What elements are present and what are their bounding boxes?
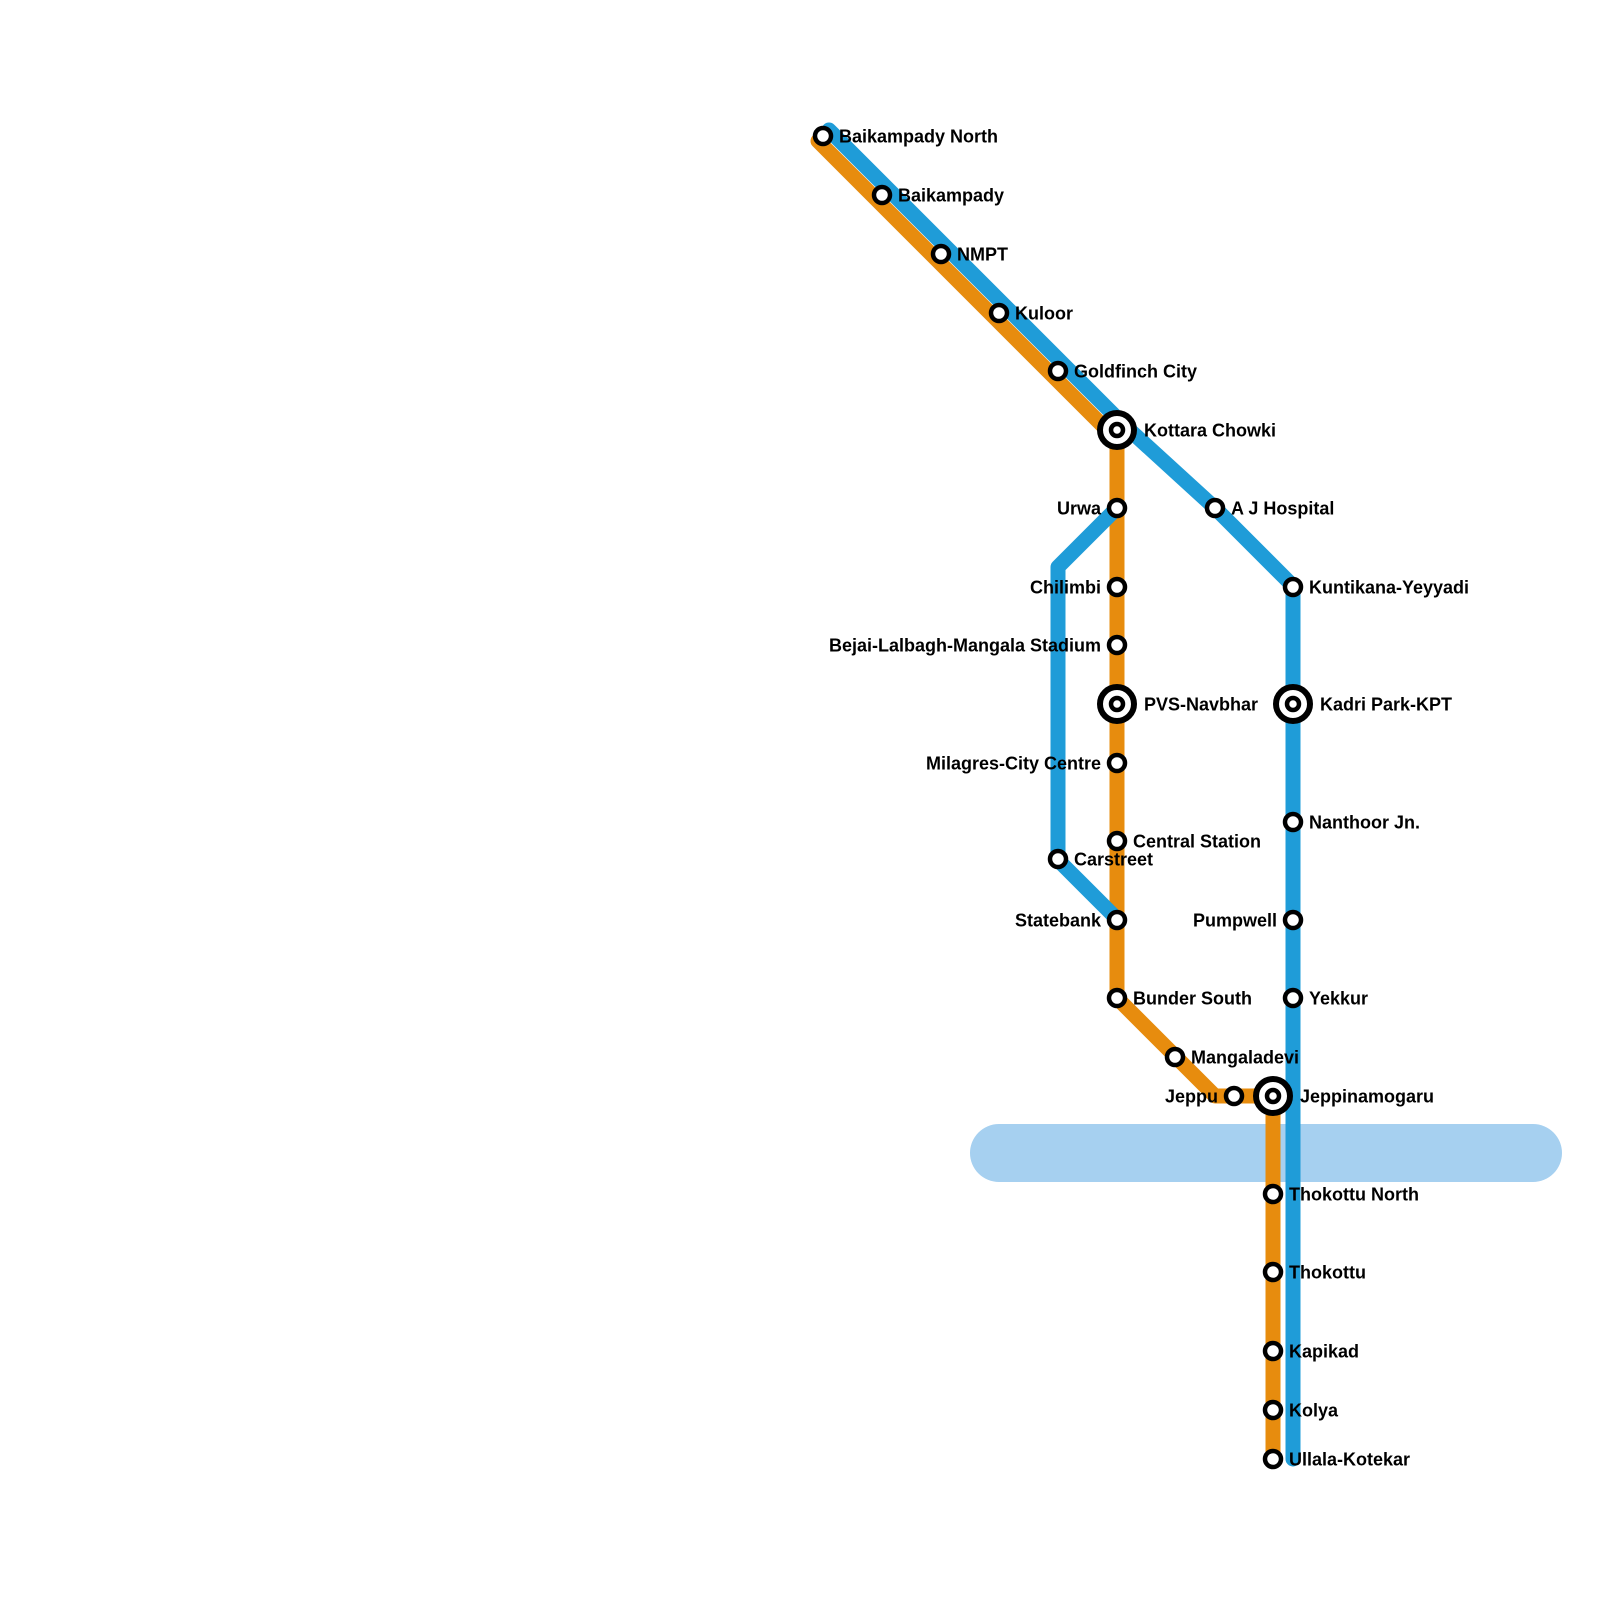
station-kottara-chowki: Kottara Chowki — [1097, 410, 1276, 450]
station-marker — [1204, 497, 1226, 519]
station-label-jeppinamogaru: Jeppinamogaru — [1300, 1086, 1434, 1106]
station-marker — [1262, 1261, 1284, 1283]
station-nmpt: NMPT — [930, 243, 1008, 265]
station-label-thokottu: Thokottu — [1289, 1262, 1366, 1282]
station-marker — [1106, 830, 1128, 852]
station-marker — [1262, 1448, 1284, 1470]
station-chilimbi: Chilimbi — [1030, 576, 1128, 598]
station-label-chilimbi: Chilimbi — [1030, 577, 1101, 597]
station-label-pumpwell: Pumpwell — [1193, 910, 1277, 930]
station-label-central-station: Central Station — [1133, 831, 1261, 851]
station-marker — [1262, 1183, 1284, 1205]
station-marker — [1282, 811, 1304, 833]
station-statebank: Statebank — [1015, 909, 1128, 931]
orange-line — [810, 133, 1281, 1467]
station-marker — [1282, 909, 1304, 931]
interchange-station-inner-ring — [1264, 1087, 1282, 1105]
station-label-carstreet: Carstreet — [1074, 849, 1153, 869]
station-a-j-hospital: A J Hospital — [1204, 497, 1334, 519]
interchange-station-inner-ring — [1108, 695, 1126, 713]
station-label-yekkur: Yekkur — [1309, 988, 1368, 1008]
station-label-ullala-kotekar: Ullala-Kotekar — [1289, 1449, 1410, 1469]
station-goldfinch-city: Goldfinch City — [1047, 360, 1197, 382]
station-label-thokottu-north: Thokottu North — [1289, 1184, 1419, 1204]
station-nanthoor-jn: Nanthoor Jn. — [1282, 811, 1420, 833]
station-label-jeppu: Jeppu — [1165, 1086, 1218, 1106]
station-label-kolya: Kolya — [1289, 1400, 1339, 1420]
station-marker — [1164, 1046, 1186, 1068]
station-label-goldfinch-city: Goldfinch City — [1074, 361, 1197, 381]
station-yekkur: Yekkur — [1282, 987, 1368, 1009]
station-thokottu: Thokottu — [1262, 1261, 1366, 1283]
station-label-bejai-lalbagh-mangala-stadium: Bejai-Lalbagh-Mangala Stadium — [829, 635, 1101, 655]
station-label-nanthoor-jn: Nanthoor Jn. — [1309, 812, 1420, 832]
station-kuloor: Kuloor — [988, 302, 1073, 324]
station-marker — [1106, 634, 1128, 656]
station-marker — [1223, 1085, 1245, 1107]
interchange-station-inner-ring — [1284, 695, 1302, 713]
station-label-kadri-park-kpt: Kadri Park-KPT — [1320, 694, 1452, 714]
station-baikampady-north: Baikampady North — [812, 125, 998, 147]
station-marker — [1047, 848, 1069, 870]
station-marker — [1106, 752, 1128, 774]
station-marker — [930, 243, 952, 265]
station-pumpwell: Pumpwell — [1193, 909, 1304, 931]
station-marker — [1106, 576, 1128, 598]
blue-line-carstreet-branch — [1050, 500, 1125, 927]
station-label-kuntikana-yeyyadi: Kuntikana-Yeyyadi — [1309, 577, 1469, 597]
station-label-pvs-navbhar: PVS-Navbhar — [1144, 694, 1258, 714]
station-mangaladevi: Mangaladevi — [1164, 1046, 1299, 1068]
station-label-baikampady: Baikampady — [898, 185, 1004, 205]
station-ullala-kotekar: Ullala-Kotekar — [1262, 1448, 1410, 1470]
station-pvs-navbhar: PVS-Navbhar — [1097, 684, 1258, 724]
station-jeppinamogaru: Jeppinamogaru — [1253, 1076, 1434, 1116]
station-bunder-south: Bunder South — [1106, 987, 1252, 1009]
station-marker — [1106, 497, 1128, 519]
station-label-bunder-south: Bunder South — [1133, 988, 1252, 1008]
station-kadri-park-kpt: Kadri Park-KPT — [1273, 684, 1452, 724]
station-carstreet: Carstreet — [1047, 848, 1153, 870]
station-kuntikana-yeyyadi: Kuntikana-Yeyyadi — [1282, 576, 1469, 598]
station-marker — [871, 184, 893, 206]
interchange-station-inner-ring — [1108, 421, 1126, 439]
station-marker — [988, 302, 1010, 324]
station-label-a-j-hospital: A J Hospital — [1231, 498, 1334, 518]
station-urwa: Urwa — [1057, 497, 1128, 519]
station-marker — [1106, 987, 1128, 1009]
station-marker — [1262, 1399, 1284, 1421]
station-label-nmpt: NMPT — [957, 244, 1008, 264]
station-marker — [1106, 909, 1128, 931]
station-label-kuloor: Kuloor — [1015, 303, 1073, 323]
station-thokottu-north: Thokottu North — [1262, 1183, 1419, 1205]
station-kapikad: Kapikad — [1262, 1340, 1359, 1362]
station-marker — [1282, 576, 1304, 598]
station-milagres-city-centre: Milagres-City Centre — [926, 752, 1128, 774]
station-label-baikampady-north: Baikampady North — [839, 126, 998, 146]
station-label-kottara-chowki: Kottara Chowki — [1144, 420, 1276, 440]
station-label-mangaladevi: Mangaladevi — [1191, 1047, 1299, 1067]
station-marker — [812, 125, 834, 147]
station-marker — [1282, 987, 1304, 1009]
station-label-kapikad: Kapikad — [1289, 1341, 1359, 1361]
station-label-statebank: Statebank — [1015, 910, 1102, 930]
station-kolya: Kolya — [1262, 1399, 1339, 1421]
station-jeppu: Jeppu — [1165, 1085, 1245, 1107]
station-label-urwa: Urwa — [1057, 498, 1102, 518]
station-baikampady: Baikampady — [871, 184, 1004, 206]
station-label-milagres-city-centre: Milagres-City Centre — [926, 753, 1101, 773]
station-central-station: Central Station — [1106, 830, 1261, 852]
station-marker — [1047, 360, 1069, 382]
station-marker — [1262, 1340, 1284, 1362]
station-bejai-lalbagh-mangala-stadium: Bejai-Lalbagh-Mangala Stadium — [829, 634, 1128, 656]
